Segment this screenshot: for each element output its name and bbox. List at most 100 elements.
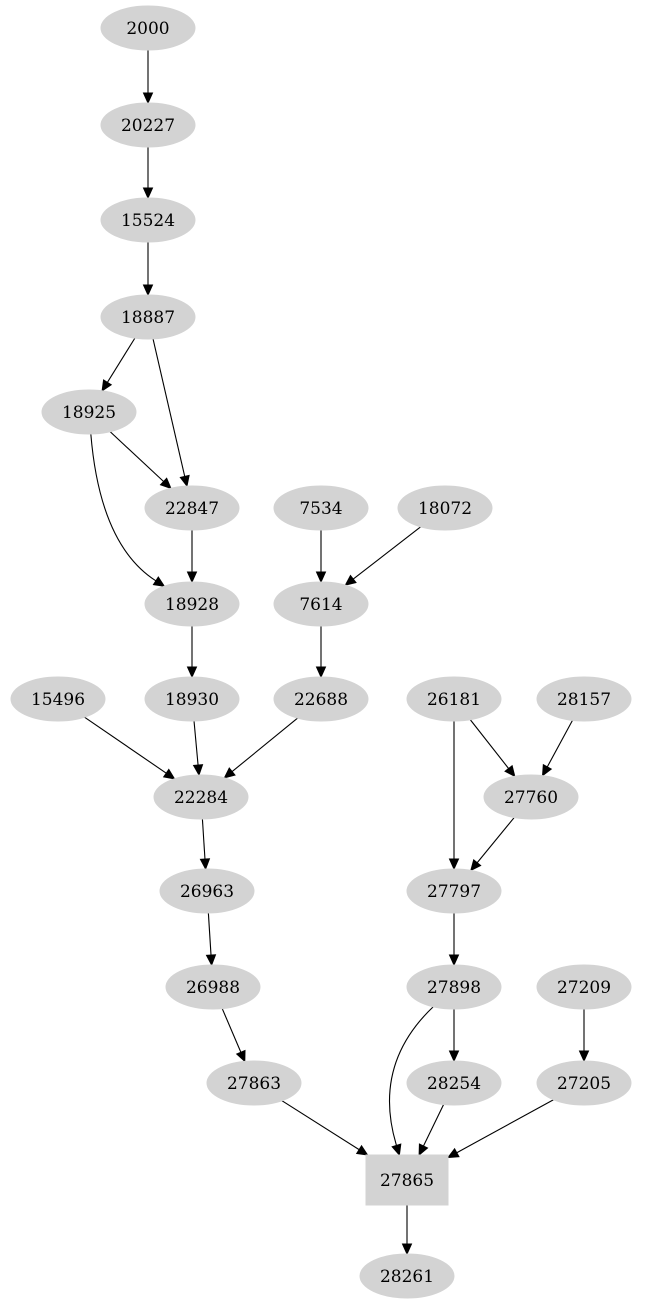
edge-26181-to-27760: [469, 719, 516, 778]
arrowhead-icon: [401, 1243, 413, 1256]
node-ellipse: [144, 485, 240, 531]
node-26963: 26963: [159, 868, 255, 914]
node-ellipse: [41, 389, 137, 435]
node-ellipse: [100, 102, 196, 148]
edge-18925-to-18928: [90, 433, 166, 587]
edge-line: [352, 526, 422, 580]
node-26181: 26181: [406, 676, 502, 722]
edge-27898-to-28254: [448, 1009, 460, 1063]
node-ellipse: [406, 1060, 502, 1106]
edge-7614-to-22688: [315, 626, 327, 679]
node-ellipse: [100, 294, 196, 340]
node-label: 28254: [427, 1074, 481, 1094]
node-box: [365, 1154, 449, 1206]
edge-15496-to-22284: [84, 716, 176, 780]
edge-26988-to-27863: [221, 1008, 246, 1063]
node-ellipse: [273, 581, 369, 627]
edge-line: [90, 433, 157, 582]
edge-line: [388, 1006, 434, 1146]
arrowhead-icon: [448, 1050, 460, 1063]
node-ellipse: [406, 868, 502, 914]
node-ellipse: [100, 197, 196, 243]
node-7614: 7614: [273, 581, 369, 627]
arrowhead-icon: [344, 574, 357, 586]
edge-line: [84, 716, 167, 774]
node-label: 26988: [186, 978, 240, 998]
node-label: 18925: [62, 403, 116, 423]
node-ellipse: [144, 581, 240, 627]
arrowhead-icon: [142, 284, 154, 297]
node-label: 27209: [557, 978, 611, 998]
edge-line: [281, 1100, 360, 1151]
node-20227: 20227: [100, 102, 196, 148]
node-label: 18072: [418, 499, 472, 519]
node-label: 27865: [380, 1171, 434, 1191]
node-label: 15524: [121, 211, 175, 231]
edge-line: [207, 912, 212, 956]
node-27760: 27760: [483, 774, 579, 820]
arrowhead-icon: [235, 1049, 246, 1063]
node-label: 28157: [557, 690, 611, 710]
node-28157: 28157: [536, 676, 632, 722]
node-27209: 27209: [536, 964, 632, 1010]
edge-7534-to-7614: [315, 530, 327, 584]
edge-27205-to-27865: [446, 1099, 554, 1159]
edges-layer: [84, 50, 590, 1256]
node-27898: 27898: [406, 964, 502, 1010]
edge-line: [546, 720, 573, 768]
arrowhead-icon: [355, 1144, 369, 1156]
node-27865: 27865: [365, 1154, 449, 1206]
node-label: 20227: [121, 116, 175, 136]
edge-27209-to-27205: [578, 1009, 590, 1063]
edge-line: [201, 818, 206, 860]
edge-line: [456, 1099, 554, 1154]
edge-line: [109, 431, 164, 482]
arrowhead-icon: [192, 764, 204, 777]
edge-27760-to-27797: [470, 817, 515, 872]
edge-27865-to-28261: [401, 1205, 413, 1256]
node-7534: 7534: [273, 485, 369, 531]
arrowhead-icon: [142, 187, 154, 200]
arrowhead-icon: [159, 477, 172, 490]
edge-22688-to-22284: [223, 717, 298, 779]
edge-18887-to-18925: [101, 337, 136, 392]
arrowhead-icon: [541, 763, 553, 777]
node-label: 22688: [294, 690, 348, 710]
node-ellipse: [153, 774, 249, 820]
edge-line: [422, 1104, 445, 1147]
arrowhead-icon: [101, 379, 113, 392]
arrowhead-icon: [152, 576, 166, 587]
edge-28157-to-27760: [541, 720, 573, 777]
node-label: 26181: [427, 690, 481, 710]
node-27797: 27797: [406, 868, 502, 914]
edge-18928-to-18930: [186, 626, 198, 679]
edge-line: [469, 719, 510, 769]
edge-26181-to-27797: [448, 721, 460, 871]
arrowhead-icon: [162, 768, 176, 780]
arrowhead-icon: [315, 666, 327, 679]
node-22284: 22284: [153, 774, 249, 820]
node-label: 27760: [504, 788, 558, 808]
node-18930: 18930: [144, 676, 240, 722]
arrowhead-icon: [186, 571, 198, 584]
edge-18887-to-22847: [152, 338, 190, 488]
node-ellipse: [536, 676, 632, 722]
arrowhead-icon: [448, 858, 460, 871]
arrowhead-icon: [179, 474, 190, 488]
node-ellipse: [165, 964, 261, 1010]
edge-line: [476, 817, 515, 864]
node-28254: 28254: [406, 1060, 502, 1106]
node-ellipse: [206, 1060, 302, 1106]
node-28261: 28261: [359, 1253, 455, 1299]
node-22847: 22847: [144, 485, 240, 531]
arrowhead-icon: [418, 1143, 429, 1157]
node-label: 27205: [557, 1074, 611, 1094]
arrowhead-icon: [186, 666, 198, 679]
edge-line: [106, 337, 136, 383]
node-ellipse: [144, 676, 240, 722]
edge-line: [221, 1008, 242, 1053]
edge-27797-to-27898: [448, 913, 460, 967]
node-18925: 18925: [41, 389, 137, 435]
edge-2000-to-20227: [142, 50, 154, 105]
